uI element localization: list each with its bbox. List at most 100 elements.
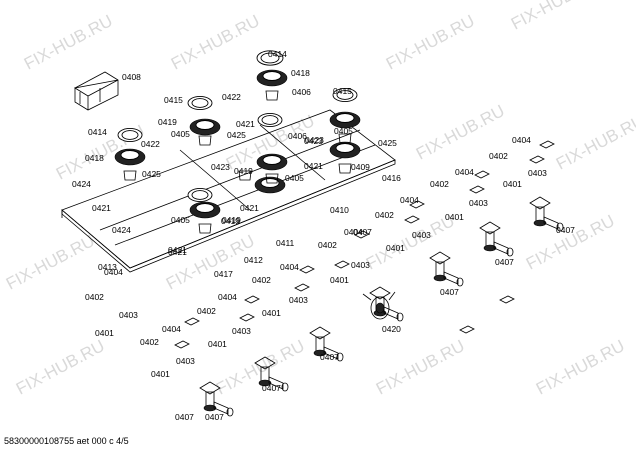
part-number-label: 0405: [171, 215, 190, 225]
valve-clip: [474, 170, 490, 179]
part-number-label: 0418: [85, 153, 104, 163]
part-number-label: 0422: [222, 92, 241, 102]
watermark-text: FIX-HUB.RU: [533, 336, 628, 398]
part-number-label: 0425: [227, 130, 246, 140]
part-number-label: 0404: [162, 324, 181, 334]
burner-base-top: [262, 71, 282, 81]
burner-ring-inner: [260, 52, 280, 64]
valve-clip: [239, 313, 255, 322]
part-number-label: 0408: [122, 72, 141, 82]
burner-cup: [338, 163, 352, 174]
part-number-label: 0404: [280, 262, 299, 272]
part-number-label: 0402: [430, 179, 449, 189]
part-number-label: 0420: [382, 324, 401, 334]
burner-base-top: [335, 143, 355, 153]
watermark-text: FIX-HUB.RU: [363, 211, 458, 273]
document-footer: 58300000108755 aet 000 c 4/5: [4, 436, 129, 446]
part-number-label: 0402: [252, 275, 271, 285]
part-number-label: 0419: [158, 117, 177, 127]
watermark-text: FIX-HUB.RU: [553, 111, 636, 173]
valve-clip: [334, 260, 350, 269]
valve-clip: [354, 230, 370, 239]
part-number-label: 0414: [88, 127, 107, 137]
part-number-label: 0401: [386, 243, 405, 253]
part-number-label: 0404: [455, 167, 474, 177]
watermark-text: FIX-HUB.RU: [383, 11, 478, 73]
burner-ring-inner: [121, 130, 139, 140]
valve-clip: [299, 265, 315, 274]
part-number-label: 0421: [236, 119, 255, 129]
part-number-label: 0423: [304, 136, 323, 146]
part-number-label: 0404: [400, 195, 419, 205]
part-number-label: 0407: [440, 287, 459, 297]
part-number-label: 0425: [142, 169, 161, 179]
part-number-label: 0407: [353, 227, 372, 237]
part-number-label: 0402: [318, 240, 337, 250]
part-number-label: 0403: [176, 356, 195, 366]
part-number-label: 0415: [333, 86, 352, 96]
part-number-label: 0407: [262, 383, 281, 393]
burner-base-top: [195, 203, 215, 213]
part-number-label: 0407: [320, 352, 339, 362]
part-number-label: 0404: [512, 135, 531, 145]
part-number-label: 0402: [85, 292, 104, 302]
valve-clip: [184, 317, 200, 326]
part-number-label: 0402: [197, 306, 216, 316]
part-number-label: 0405: [285, 173, 304, 183]
part-number-label: 0403: [528, 168, 547, 178]
burner-cup: [123, 170, 137, 181]
part-number-label: 0401: [330, 275, 349, 285]
part-number-label: 0424: [72, 179, 91, 189]
valve-clip: [459, 325, 475, 334]
part-number-label: 0421: [168, 245, 187, 255]
burner-ring-inner: [336, 90, 354, 100]
part-number-label: 0414: [268, 49, 287, 59]
part-number-label: 0424: [112, 225, 131, 235]
valve-clip: [294, 283, 310, 292]
part-number-label: 0422: [141, 139, 160, 149]
part-number-label: 0415: [164, 95, 183, 105]
valve-clip: [409, 200, 425, 209]
valve-assembly: [479, 221, 514, 257]
part-number-label: 0403: [351, 260, 370, 270]
part-number-label: 0404: [104, 267, 123, 277]
watermark-text: FIX-HUB.RU: [168, 11, 263, 73]
burner-base-top: [262, 155, 282, 165]
cooktop-frame: [61, 109, 396, 273]
part-number-label: 0407: [175, 412, 194, 422]
valve-assembly: [309, 326, 344, 362]
part-number-label: 0407: [205, 412, 224, 422]
valve-0420: [362, 291, 396, 320]
valve-assembly: [529, 196, 564, 232]
part-number-label: 0423: [211, 162, 230, 172]
valve-assemblies: [174, 140, 564, 417]
valve-assembly: [254, 356, 289, 392]
part-number-label: 0425: [378, 138, 397, 148]
part-number-label: 0417: [214, 269, 233, 279]
part-number-label: 0410: [330, 205, 349, 215]
valve-clip: [499, 295, 515, 304]
valve-clip: [539, 140, 555, 149]
part-number-label: 0402: [489, 151, 508, 161]
burner-cup: [338, 133, 352, 144]
part-number-label: 0404: [218, 292, 237, 302]
part-number-label: 0401: [208, 339, 227, 349]
burner-base-top: [195, 120, 215, 130]
watermark-text: FIX-HUB.RU: [21, 11, 116, 73]
part-number-label: 0401: [95, 328, 114, 338]
part-number-label: 0406: [288, 131, 307, 141]
burner-ring-inner: [191, 190, 209, 200]
part-number-label: 0405: [171, 129, 190, 139]
watermark-text: FIX-HUB.RU: [373, 336, 468, 398]
part-number-label: 0409: [351, 162, 370, 172]
burner-base-top: [335, 113, 355, 123]
part-number-label: 0401: [445, 212, 464, 222]
part-number-label: 0419: [221, 216, 240, 226]
burner-base-top: [120, 150, 140, 160]
part-number-label: 0419: [234, 166, 253, 176]
part-number-label: 0421: [92, 203, 111, 213]
part-number-label: 0418: [291, 68, 310, 78]
part-number-label: 0407: [556, 225, 575, 235]
